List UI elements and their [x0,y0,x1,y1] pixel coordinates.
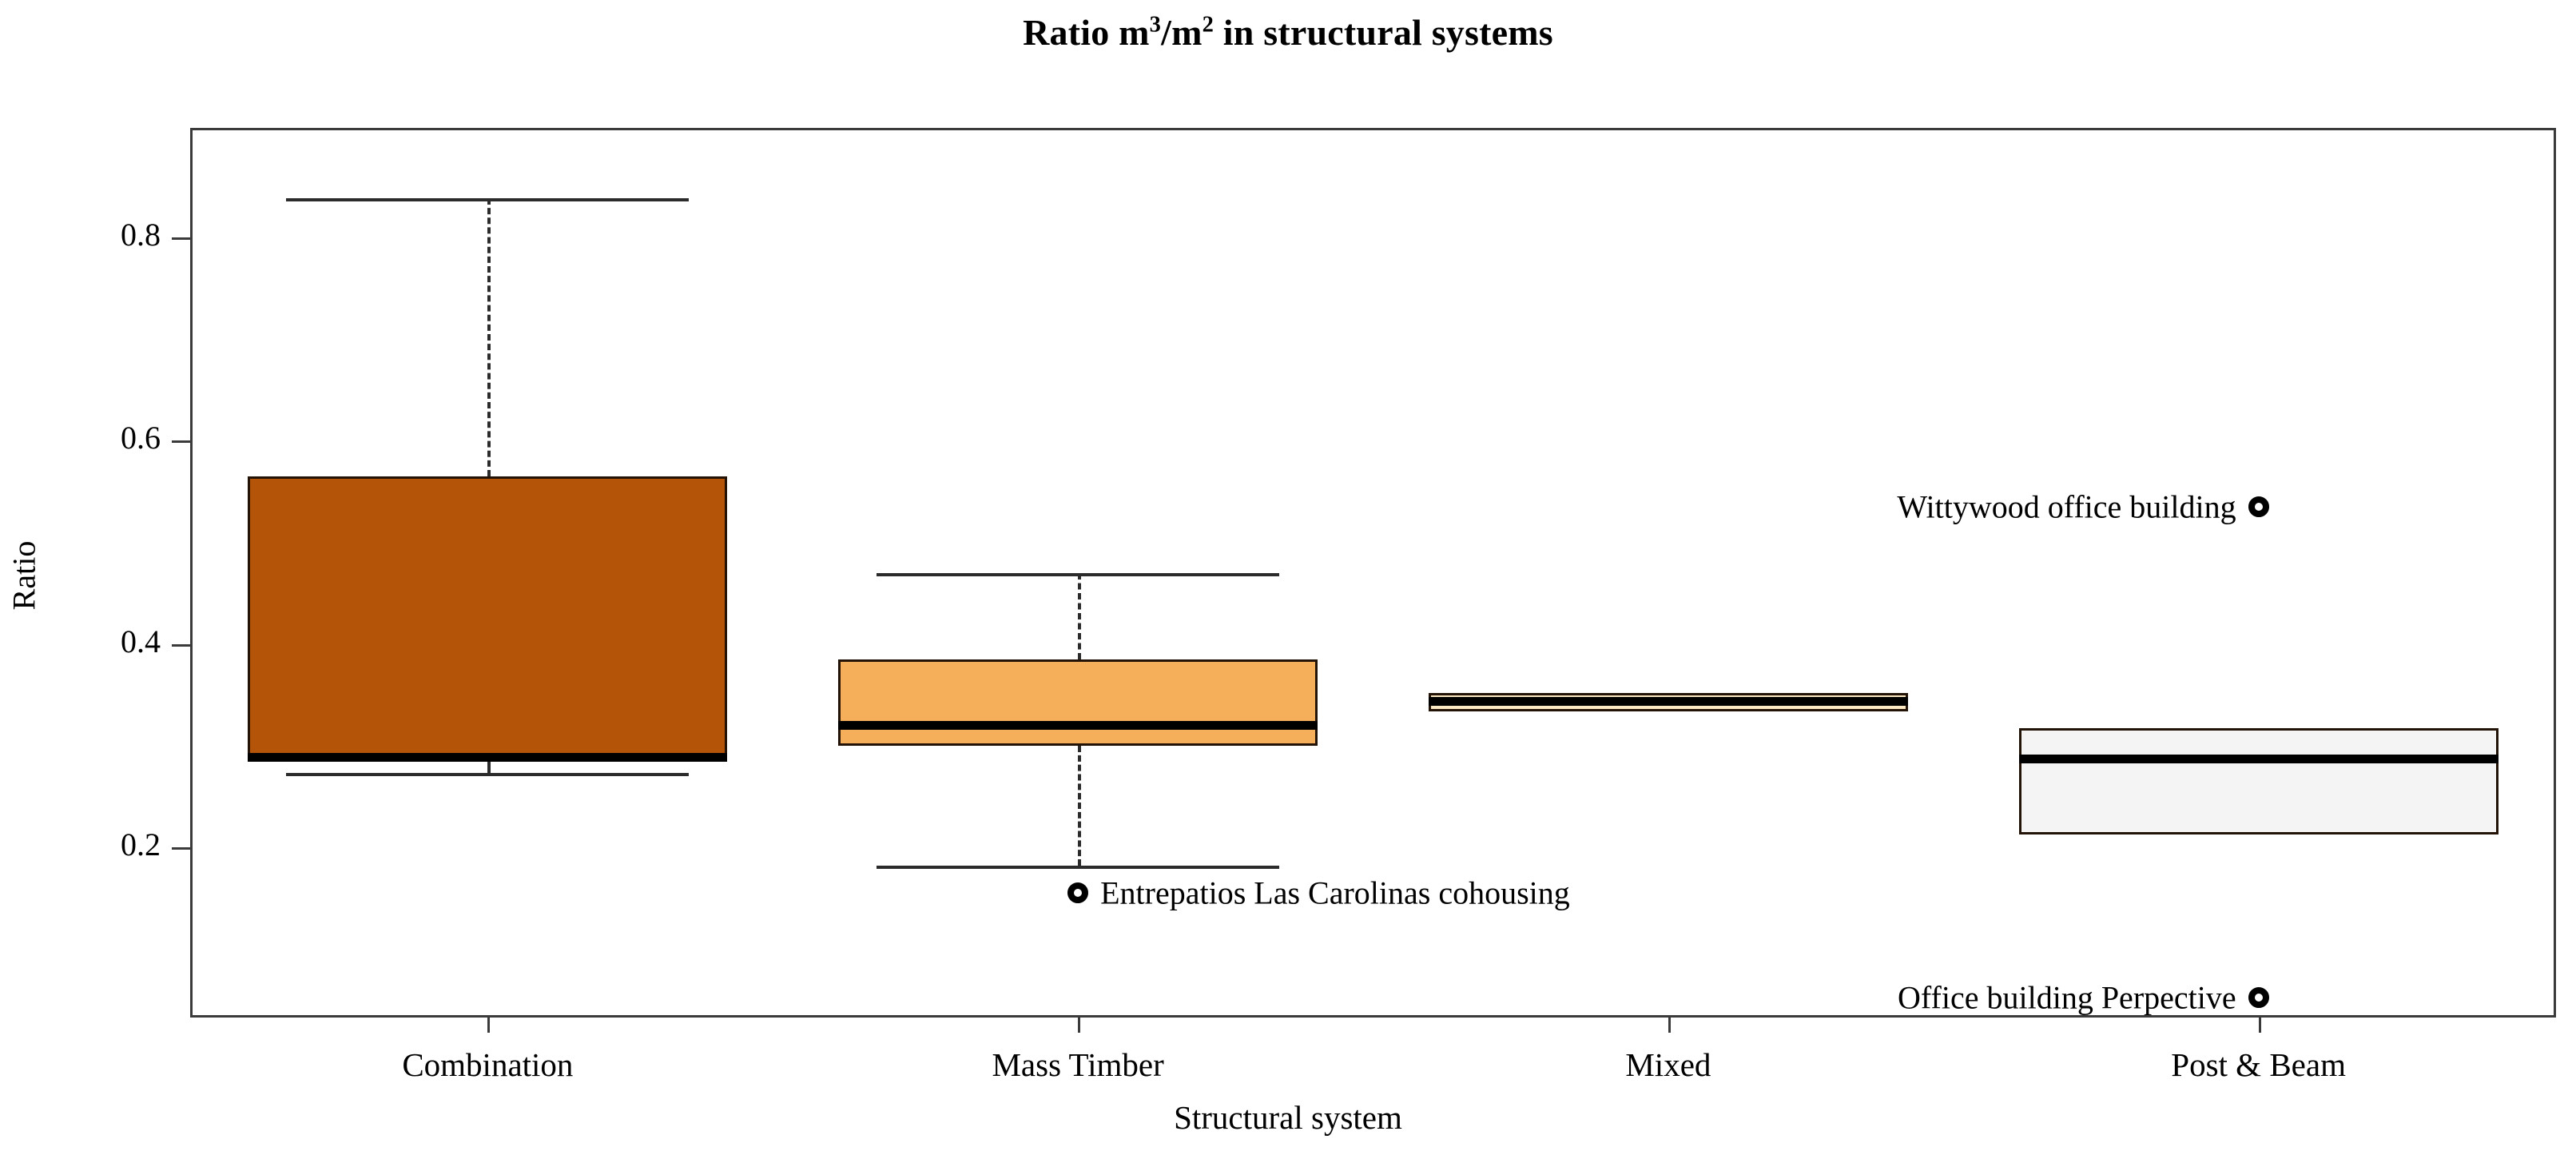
outlier-marker[interactable] [2248,496,2269,517]
whisker-upper-line [487,198,491,476]
x-axis-tick [487,1015,491,1033]
x-axis-tick-label: Mixed [1625,1046,1711,1083]
outlier-label: Entrepatios Las Carolinas cohousing [1100,874,1570,911]
y-axis-tick [172,847,193,850]
whisker-lower-line [1078,745,1082,866]
y-axis-tick-label: 0.4 [121,623,161,659]
whisker-upper-cap [877,572,1280,576]
x-axis-title: Structural system [1174,1099,1402,1136]
whisker-lower-line [487,760,491,774]
outlier-marker[interactable] [2248,987,2269,1009]
median-line [248,752,728,762]
chart-title-text-a: Ratio m [1023,12,1150,53]
outlier-marker[interactable] [1067,882,1089,904]
x-axis-tick-label: Mass Timber [992,1046,1164,1083]
outlier-label: Office building Perpective [1898,979,2236,1016]
y-axis-tick [172,440,193,444]
chart-title-sup-2: 2 [1202,12,1214,38]
median-line [838,721,1318,731]
y-axis-tick [172,237,193,240]
x-axis-tick [1668,1015,1671,1033]
chart-title-sup-3: 3 [1149,12,1162,38]
y-axis-tick [172,643,193,647]
chart-title-text-b: /m [1161,12,1203,53]
box-post-beam[interactable] [2018,728,2498,834]
whisker-upper-cap [286,198,690,202]
y-axis-tick-label: 0.6 [121,420,161,456]
chart-title: Ratio m3/m2 in structural systems [0,11,2576,54]
chart-title-text-c: in structural systems [1214,12,1553,53]
y-axis-tick-label: 0.2 [121,826,161,863]
x-axis-tick [2258,1015,2261,1033]
whisker-lower-cap [286,773,690,777]
median-line [2018,755,2498,764]
box-combination[interactable] [248,476,728,761]
x-axis-tick [1078,1015,1081,1033]
median-line [1428,696,1908,706]
whisker-upper-line [1078,572,1082,659]
whisker-lower-cap [877,865,1280,869]
box-mass-timber[interactable] [838,659,1318,746]
y-axis-tick-label: 0.8 [121,216,161,253]
outlier-label: Wittywood office building [1897,488,2236,525]
x-axis-tick-label: Post & Beam [2171,1046,2346,1083]
x-axis-tick-label: Combination [402,1046,574,1083]
y-axis-title: Ratio [6,540,42,611]
